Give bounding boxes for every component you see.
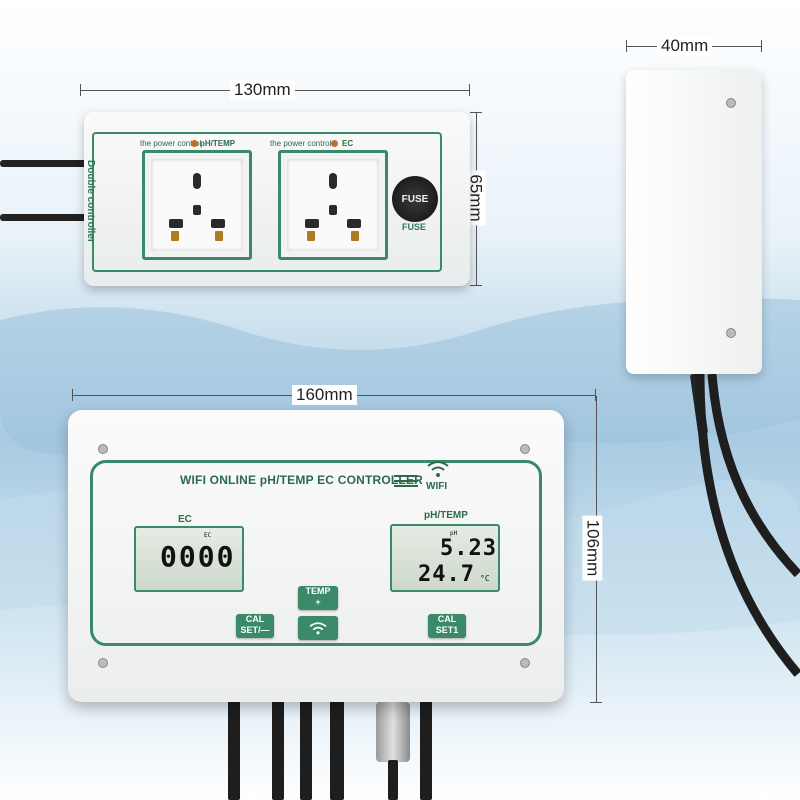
controller-cable-2 xyxy=(272,700,284,800)
temp-unit: °C xyxy=(480,574,490,583)
ec-display: EC 0000 xyxy=(134,526,244,592)
plus-button-label: + xyxy=(315,597,321,607)
dim-tick-ctrl-bottom xyxy=(590,702,602,703)
ph-display: pH 5.23 24.7 °C xyxy=(390,524,500,592)
wifi-button[interactable] xyxy=(298,616,338,640)
socket2-name: EC xyxy=(342,139,354,148)
wifi-label: WIFI xyxy=(426,481,448,492)
screw-icon xyxy=(98,444,108,454)
cal-left-label: CAL xyxy=(245,614,265,624)
wifi-icon xyxy=(309,622,327,635)
fuse-cap[interactable]: FUSE xyxy=(392,176,438,222)
socket-hole-left xyxy=(305,219,319,228)
controller-title: WIFI ONLINE pH/TEMP EC CONTROLLER xyxy=(180,473,424,487)
power-socket-2[interactable] xyxy=(278,150,388,260)
controller-side-view xyxy=(626,70,762,374)
cal-set-right-button[interactable]: CAL SET1 xyxy=(428,614,466,638)
controller-cable-3 xyxy=(300,700,312,800)
ph-lcd-tag: pH xyxy=(450,530,458,537)
power-socket-1[interactable] xyxy=(142,150,252,260)
strip-cable-bottom xyxy=(0,214,90,221)
dim-tick-strip-top xyxy=(470,112,482,113)
fuse-label: FUSE xyxy=(402,222,427,232)
socket-pin-left xyxy=(307,231,315,241)
cal-right-label: CAL xyxy=(437,614,457,624)
socket-face xyxy=(287,159,379,251)
dim-tick-ctrl-right xyxy=(595,389,596,401)
wifi-icon xyxy=(427,461,449,477)
socket1-tag: the power control xyxy=(140,139,202,148)
socket-hole-right xyxy=(211,219,225,228)
socket1-led xyxy=(191,140,198,147)
socket-hole-mid xyxy=(329,205,337,215)
screw-icon xyxy=(520,444,530,454)
controller-frame xyxy=(90,460,542,646)
ec-reading: 0000 xyxy=(160,540,236,573)
power-strip-frame xyxy=(92,132,442,272)
screw-icon xyxy=(726,328,736,338)
set-right-label: SET1 xyxy=(435,625,459,635)
dim-tick-right xyxy=(761,40,762,52)
set-left-label: SET/— xyxy=(240,625,270,635)
socket-hole-left xyxy=(169,219,183,228)
dim-side-box-depth: 40mm xyxy=(657,36,713,56)
dim-tick-strip-right xyxy=(469,84,470,96)
screw-icon xyxy=(520,658,530,668)
screw-icon xyxy=(726,98,736,108)
bnc-connector xyxy=(376,702,410,762)
strip-cable-top xyxy=(0,160,90,167)
bnc-cable xyxy=(388,760,398,800)
socket-pin-left xyxy=(171,231,179,241)
cal-set-left-button[interactable]: CAL SET/— xyxy=(236,614,274,638)
dim-tick-left xyxy=(626,40,627,52)
temp-reading: 24.7 xyxy=(418,562,475,587)
socket-hole-right xyxy=(347,219,361,228)
socket-hole-top xyxy=(329,173,337,189)
socket-hole-mid xyxy=(193,205,201,215)
strip-side-label: Double controller xyxy=(85,160,96,243)
screw-icon xyxy=(98,658,108,668)
side-cables xyxy=(695,374,800,677)
controller-cable-1 xyxy=(228,700,240,800)
socket-pin-right xyxy=(215,231,223,241)
socket2-tag: the power control xyxy=(270,139,332,148)
ec-panel-label: EC xyxy=(178,514,192,525)
socket-face xyxy=(151,159,243,251)
controller-cable-4 xyxy=(330,700,344,800)
socket-hole-top xyxy=(193,173,201,189)
dim-controller-width: 160mm xyxy=(292,385,357,405)
temp-plus-button[interactable]: TEMP + xyxy=(298,586,338,610)
dim-tick-strip-left xyxy=(80,84,81,96)
dim-strip-width: 130mm xyxy=(230,80,295,100)
ec-lcd-tag: EC xyxy=(204,532,212,539)
ph-reading: 5.23 xyxy=(440,536,497,561)
socket2-led xyxy=(331,140,338,147)
ph-panel-label: pH/TEMP xyxy=(424,510,468,521)
socket-pin-right xyxy=(351,231,359,241)
title-lines-icon xyxy=(394,475,418,487)
dim-tick-strip-bottom xyxy=(470,285,482,286)
controller-cable-5 xyxy=(420,700,432,800)
dim-controller-height: 106mm xyxy=(582,515,603,581)
dim-tick-ctrl-left xyxy=(72,389,73,401)
temp-button-label: TEMP xyxy=(305,586,331,596)
socket1-name: pH/TEMP xyxy=(200,139,236,148)
